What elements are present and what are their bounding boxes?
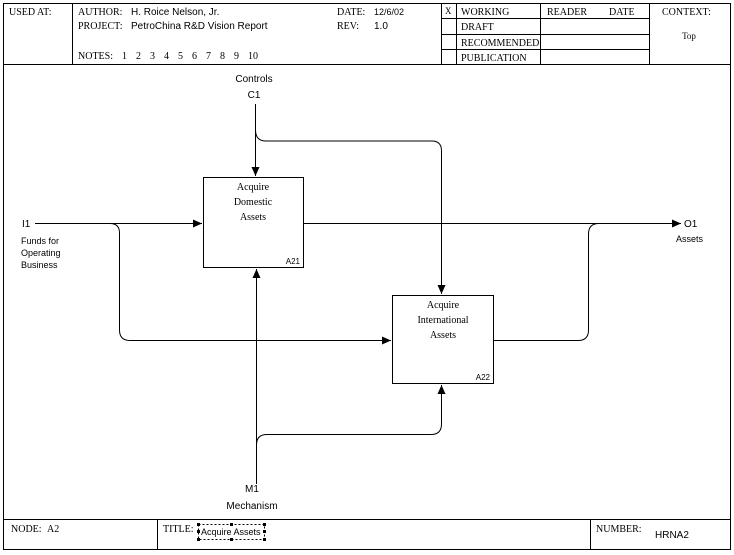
note-number[interactable]: 7 [206,51,211,62]
header-block [3,3,731,65]
input-label-line-1: Funds for [21,236,59,246]
input-label-line-2: Operating [21,248,61,258]
mechanism-code: M1 [245,484,259,495]
footer-block [3,519,731,550]
author-value: H. Roice Nelson, Jr. [131,7,219,18]
node-label: NODE: [11,524,42,535]
status-recommended[interactable]: RECOMMENDED [461,38,539,49]
context-label: CONTEXT: [662,7,711,18]
mechanism-name: Mechanism [226,501,277,512]
title-selection-handles [197,523,266,541]
node-value: A2 [47,524,59,535]
note-number[interactable]: 2 [136,51,141,62]
box-a21-line-2: Domestic [234,197,273,208]
project-label: PROJECT: [78,21,123,32]
box-a21-line-1: Acquire [237,182,270,193]
control-code: C1 [248,90,261,101]
notes-numbers: 1 2 3 4 5 6 7 8 9 10 [122,51,258,62]
box-a22-node: A22 [476,373,491,382]
box-a21-line-3: Assets [240,212,266,223]
status-working[interactable]: WORKING [461,7,509,18]
author-label: AUTHOR: [78,7,122,18]
box-a21-node: A21 [286,257,301,266]
output-arrow-from-a22[interactable] [494,223,600,341]
input-label-line-3: Business [21,260,58,270]
status-working-mark[interactable]: X [445,6,452,16]
title-value[interactable]: Acquire Assets [201,527,261,537]
note-number[interactable]: 9 [234,51,239,62]
box-a22-line-1: Acquire [427,300,460,311]
title-label: TITLE: [163,524,194,535]
project-value: PetroChina R&D Vision Report [131,21,268,32]
activity-box-a21[interactable] [203,177,304,268]
rev-label: REV: [337,21,359,32]
used-at-label: USED AT: [9,7,52,18]
context-value: Top [682,31,696,41]
note-number[interactable]: 8 [220,51,225,62]
notes-label: NOTES: [78,51,113,62]
note-number[interactable]: 1 [122,51,127,62]
output-code: O1 [684,219,698,230]
box-a22-line-2: International [417,315,468,326]
date-value: 12/6/02 [374,7,404,17]
rev-value: 1.0 [374,21,388,32]
note-number[interactable]: 4 [164,51,169,62]
date-label: DATE: [337,7,365,18]
note-number[interactable]: 5 [178,51,183,62]
control-arrow-to-a22[interactable] [255,129,446,294]
control-name: Controls [235,74,272,85]
input-code: I1 [22,219,31,230]
input-arrow-to-a22[interactable] [109,223,391,345]
output-name: Assets [676,234,704,244]
status-draft[interactable]: DRAFT [461,22,494,33]
note-number[interactable]: 3 [150,51,155,62]
reader-label: READER [547,7,587,18]
reader-date-label: DATE [609,7,635,18]
mechanism-arrow-to-a22[interactable] [256,385,446,446]
note-number[interactable]: 6 [192,51,197,62]
status-publication[interactable]: PUBLICATION [461,53,527,64]
number-value: HRNA2 [655,530,689,541]
note-number[interactable]: 10 [248,51,258,62]
sheet-border [3,3,731,550]
activity-box-a22[interactable] [392,295,494,384]
box-a22-line-3: Assets [430,330,456,341]
number-label: NUMBER: [596,524,642,535]
